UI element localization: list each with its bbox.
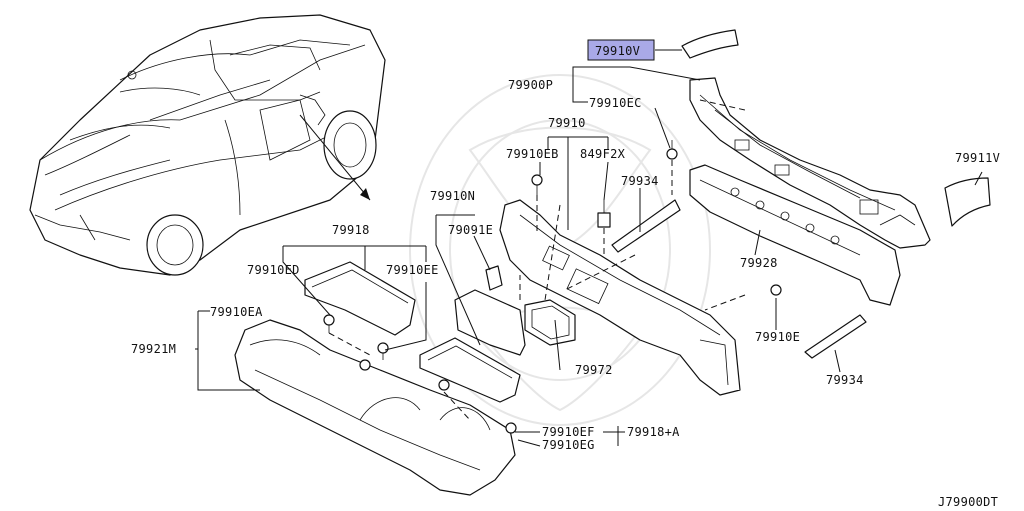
assembly-dash-lines — [328, 99, 746, 421]
part-labels: 79910V 79900P 79910EC 79910 79910EB 849F… — [131, 44, 1000, 509]
label-79934-upper[interactable]: 79934 — [621, 174, 659, 188]
label-79910EC[interactable]: 79910EC — [589, 96, 642, 110]
label-79910V[interactable]: 79910V — [595, 44, 640, 58]
label-79900P[interactable]: 79900P — [508, 78, 553, 92]
label-79910EG[interactable]: 79910EG — [542, 438, 595, 452]
clip-79910EA — [359, 359, 371, 371]
leader-lines — [195, 49, 983, 447]
part-79900P-rear-finisher — [689, 77, 931, 249]
clip-79910E — [770, 284, 782, 296]
label-79910EE[interactable]: 79910EE — [386, 263, 439, 277]
label-79910EB[interactable]: 79910EB — [506, 147, 559, 161]
label-79910[interactable]: 79910 — [548, 116, 586, 130]
part-79910V-cover — [681, 29, 739, 59]
fastener-clips — [323, 140, 782, 434]
callout-arrowhead — [360, 188, 370, 200]
part-79911V-cover — [944, 177, 991, 227]
label-849F2X[interactable]: 849F2X — [580, 147, 626, 161]
label-79910V-highlight — [587, 39, 655, 61]
label-79972[interactable]: 79972 — [575, 363, 613, 377]
part-79910-rear-trim — [499, 199, 741, 396]
label-79910ED[interactable]: 79910ED — [247, 263, 300, 277]
label-79910E[interactable]: 79910E — [755, 330, 800, 344]
part-79934-bracket-lower — [804, 314, 867, 359]
clip-79910EG — [505, 422, 517, 434]
clip-79910ED — [323, 314, 335, 333]
car-illustration — [29, 14, 386, 276]
label-79910N[interactable]: 79910N — [430, 189, 475, 203]
callout-arrow-line — [299, 114, 371, 201]
part-79972-plate — [524, 299, 576, 346]
clip-79910EF — [438, 379, 450, 391]
part-79918A-tray — [419, 337, 521, 403]
clip-849F2X — [597, 200, 611, 228]
label-79910EF[interactable]: 79910EF — [542, 425, 595, 439]
label-79921M[interactable]: 79921M — [131, 342, 176, 356]
label-79934-lower[interactable]: 79934 — [826, 373, 864, 387]
part-79921M-trim — [234, 319, 516, 496]
part-79918-tray — [304, 261, 416, 336]
clip-79091E — [485, 265, 503, 291]
watermark-emblem — [409, 74, 711, 426]
label-79911V[interactable]: 79911V — [955, 151, 1000, 165]
part-79934-bracket-upper — [611, 199, 681, 253]
label-79918[interactable]: 79918 — [332, 223, 370, 237]
label-79928[interactable]: 79928 — [740, 256, 778, 270]
clip-79910EC — [666, 140, 678, 160]
label-79918A[interactable]: 79918+A — [627, 425, 680, 439]
part-79928-panel — [689, 164, 901, 306]
clip-79910EB — [531, 174, 543, 195]
diagram-id: J79900DT — [938, 495, 998, 509]
part-79910N-panel — [454, 289, 526, 356]
label-79910EA[interactable]: 79910EA — [210, 305, 263, 319]
label-79091E[interactable]: 79091E — [448, 223, 493, 237]
clip-79910EE — [377, 342, 389, 360]
